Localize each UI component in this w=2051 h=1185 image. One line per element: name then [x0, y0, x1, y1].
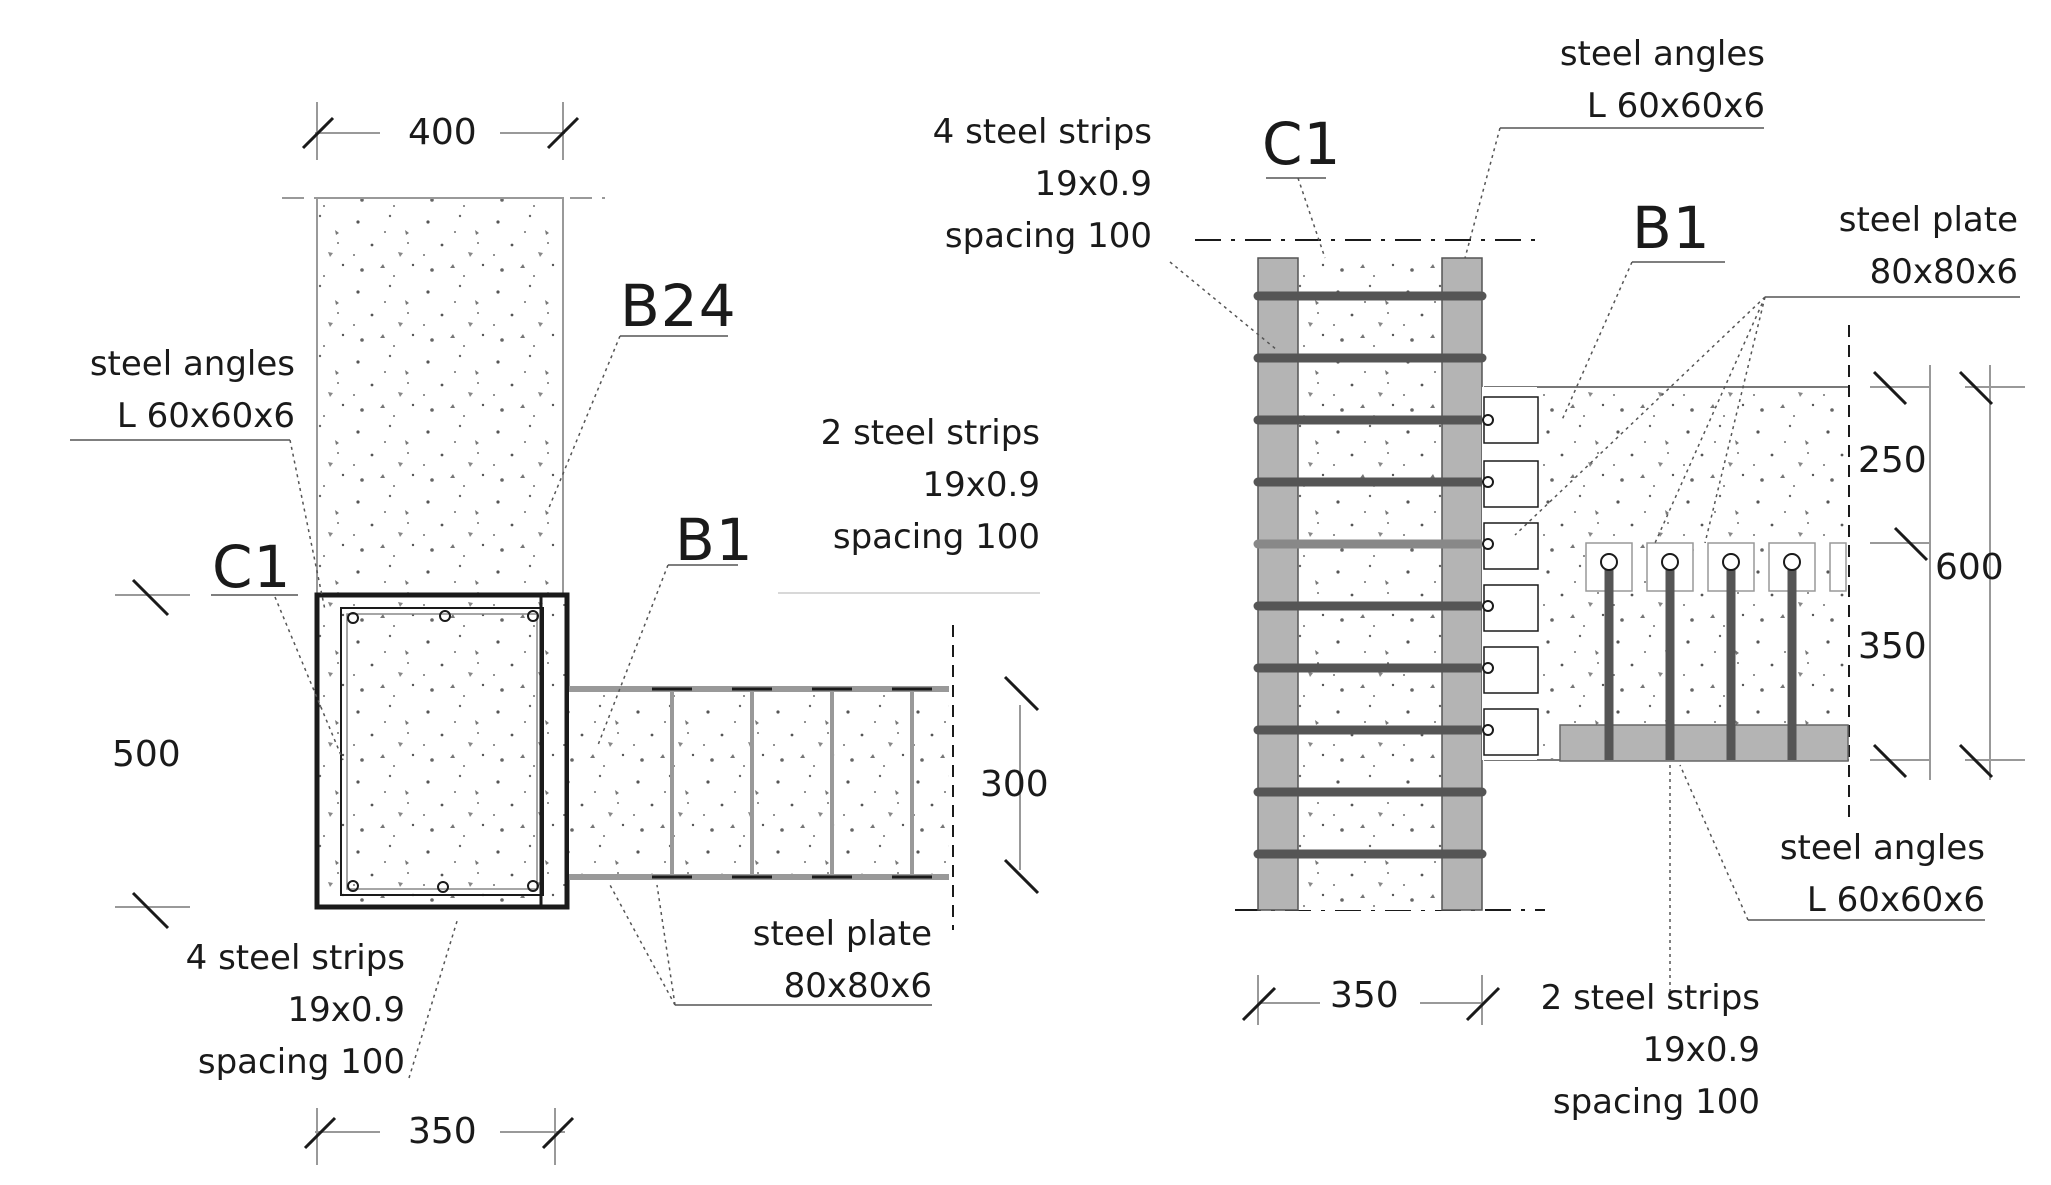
dim-350-bottom-label: 350	[408, 1111, 477, 1152]
beam-b24-tag: B24	[620, 272, 737, 340]
column-strips-label: 4 steel strips	[185, 938, 405, 978]
column-c1-elevation	[1195, 239, 1545, 911]
dim-line-400	[301, 102, 580, 160]
dim-250-label: 250	[1858, 440, 1927, 481]
steel-angles-top-label: steel angles	[1559, 34, 1765, 74]
dim-600-label: 600	[1935, 547, 2004, 588]
dim-350-right-bottom-label: 350	[1330, 975, 1399, 1016]
column-strips-spacing: spacing 100	[197, 1042, 405, 1082]
beam-b1-tag: B1	[675, 506, 754, 574]
beam-b1-elevation	[1482, 325, 1850, 820]
steel-plate-label: steel plate	[752, 914, 932, 954]
steel-plate-size: 80x80x6	[783, 966, 932, 1006]
column-strips-right-spacing: spacing 100	[944, 216, 1152, 256]
column-c1-tag: C1	[212, 533, 292, 601]
beam-strips-right-size: 19x0.9	[1642, 1030, 1760, 1070]
left-leader-lines	[70, 335, 1040, 1079]
beam-strips-spacing: spacing 100	[832, 517, 1040, 557]
column-strips-right-size: 19x0.9	[1034, 164, 1152, 204]
left-detail	[70, 102, 1040, 1165]
column-c1-right-tag: C1	[1262, 110, 1342, 178]
beam-strips-right-spacing: spacing 100	[1552, 1082, 1760, 1122]
column-c1-section	[314, 592, 570, 910]
steel-angles-size: L 60x60x6	[116, 396, 295, 436]
column-strips	[1253, 291, 1487, 859]
dim-line-350	[303, 1108, 575, 1165]
steel-angles-top-size: L 60x60x6	[1586, 86, 1765, 126]
beam-strips-right-label: 2 steel strips	[1540, 978, 1760, 1018]
beam-b1-plan	[569, 625, 954, 930]
column-strips-size: 19x0.9	[287, 990, 405, 1030]
dim-500-label: 500	[112, 734, 181, 775]
beam-strips-label: 2 steel strips	[820, 413, 1040, 453]
beam-b1-right-tag: B1	[1632, 194, 1711, 262]
steel-angles-label: steel angles	[89, 344, 295, 384]
steel-plate-right-size: 80x80x6	[1869, 252, 2018, 292]
steel-angles-bottom-label: steel angles	[1779, 828, 1985, 868]
right-leader-lines	[1169, 127, 2020, 995]
right-detail	[1169, 127, 2025, 1025]
column-b24-above	[282, 197, 605, 597]
right-dim-lines	[1241, 365, 2025, 1025]
dim-line-300	[1003, 675, 1040, 895]
steel-plate-right-label: steel plate	[1838, 200, 2018, 240]
dim-300-label: 300	[980, 764, 1049, 805]
beam-strips-size: 19x0.9	[922, 465, 1040, 505]
dim-400-label: 400	[408, 112, 477, 153]
dim-350-right-label: 350	[1858, 626, 1927, 667]
column-strips-right-label: 4 steel strips	[932, 112, 1152, 152]
steel-angles-bottom-size: L 60x60x6	[1806, 880, 1985, 920]
dim-line-500	[115, 578, 190, 930]
